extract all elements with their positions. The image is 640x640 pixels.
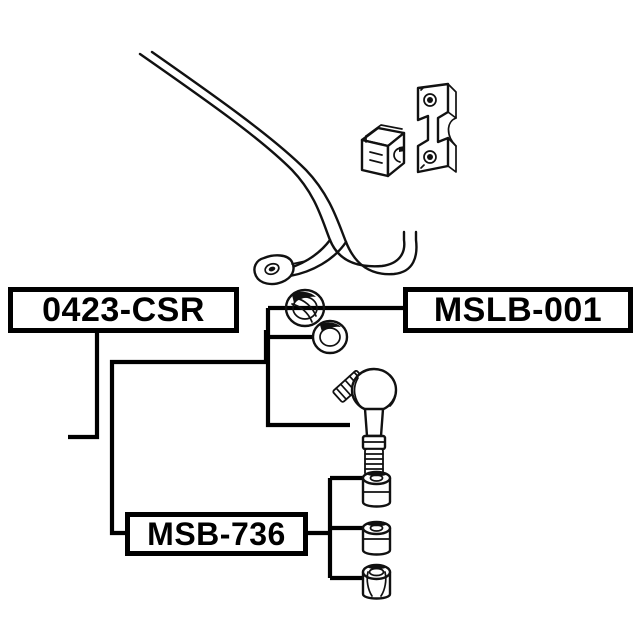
callout-label-0423-csr: 0423-CSR [42,291,205,329]
seal-ring-lower [311,319,349,355]
ball-joint-link [332,367,398,476]
leader-0423-csr-to-msb [109,437,125,536]
bushing-top [361,470,392,508]
callout-inner-border: 0423-CSR [12,291,235,329]
bushing-middle [361,520,392,556]
leader-0423-csr-main [68,333,100,440]
callout-box-msb-736[interactable]: MSB-736 [125,512,308,556]
callout-label-mslb-001: MSLB-001 [433,291,603,329]
stabilizer-bushing-block [360,124,406,178]
stabilizer-mounting-bracket [416,82,457,174]
leader-lines [68,305,403,581]
stabilizer-bar [138,50,418,286]
callout-box-0423-csr[interactable]: 0423-CSR [8,287,239,333]
bushing-bottom [361,563,392,600]
leader-mslb-spine [265,308,350,428]
callout-inner-border: MSB-736 [129,516,304,552]
callout-box-mslb-001[interactable]: MSLB-001 [403,287,633,333]
seal-ring-upper [284,288,326,328]
leader-0423-csr-branch [109,330,269,437]
callout-label-msb-736: MSB-736 [147,516,286,552]
callout-inner-border: MSLB-001 [407,291,629,329]
